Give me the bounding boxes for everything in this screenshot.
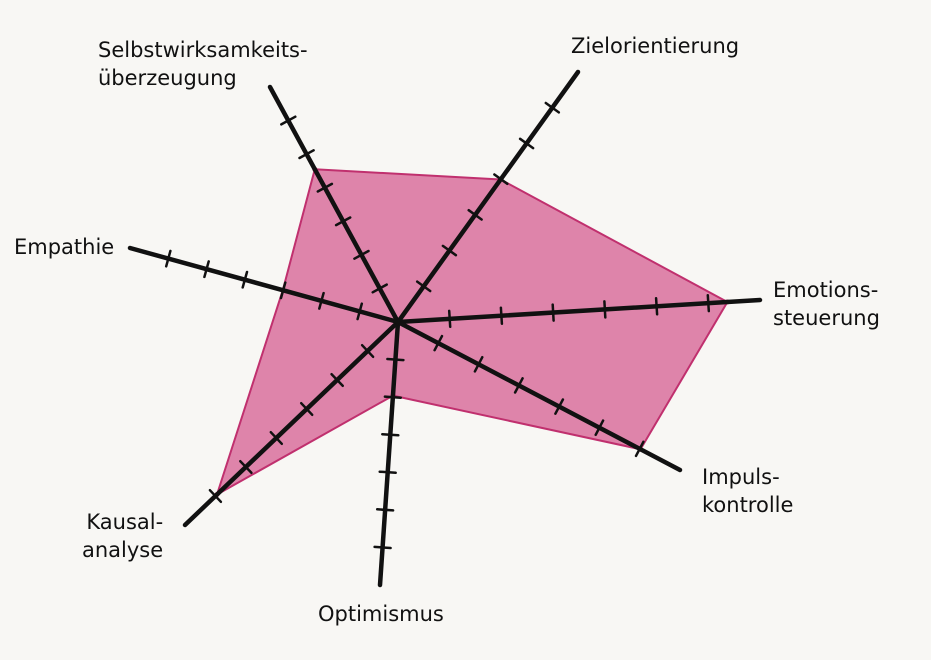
axis-tick	[299, 401, 314, 417]
axis-tick	[373, 545, 392, 550]
axis-label-line: analyse	[82, 538, 164, 562]
axis-tick	[383, 395, 403, 399]
axis-tick	[353, 249, 370, 260]
axis-label-line: überzeugung	[98, 66, 237, 90]
axis-label-line: Impuls-	[702, 465, 780, 489]
axis-label-line: Emotions-	[773, 278, 879, 302]
axis-tick	[467, 208, 483, 221]
axis-tick	[334, 216, 352, 227]
axis-tick	[241, 270, 249, 289]
axis-tick	[298, 149, 315, 160]
axis-tick	[706, 293, 711, 313]
axis-tick	[203, 260, 210, 279]
axis-tick	[447, 309, 452, 329]
axis-tick	[375, 508, 395, 512]
axis-tick	[634, 440, 645, 458]
axis-line-kausalanalyse	[182, 319, 401, 528]
axis-tick	[318, 291, 325, 310]
axis-tick	[554, 398, 565, 415]
radar-area	[216, 168, 729, 496]
axis-tick	[316, 182, 334, 193]
axis-tick	[499, 306, 504, 325]
axis-tick	[239, 459, 253, 475]
axis-label-impulskontrolle: Impuls- kontrolle	[702, 463, 793, 519]
axis-tick	[493, 173, 509, 186]
axis-tick	[544, 101, 561, 114]
axis-label-kausalanalyse: Kausal- analyse	[82, 508, 163, 564]
axis-tick	[603, 300, 607, 319]
axis-tick	[330, 372, 344, 388]
axis-tick	[386, 357, 405, 362]
axis-label-line: steuerung	[773, 306, 880, 330]
axis-tick	[280, 115, 297, 126]
axis-tick	[551, 303, 555, 322]
axis-tick	[594, 419, 605, 437]
axis-tick	[279, 281, 287, 300]
axis-tick	[654, 297, 659, 316]
axis-label-line: Empathie	[14, 235, 115, 259]
axis-line-emotionssteuerung	[395, 297, 763, 325]
axis-tick	[473, 355, 484, 373]
axis-tick	[415, 280, 432, 293]
axis-tick	[356, 302, 364, 321]
axis-label-line: Kausal-	[86, 510, 164, 534]
axis-tick	[208, 488, 223, 504]
axis-tick	[513, 377, 524, 394]
axis-label-selbstwirksamkeit: Selbstwirksamkeits- überzeugung	[98, 36, 308, 92]
axis-line-selbstwirksamkeit	[267, 84, 401, 325]
axis-label-line: Optimismus	[318, 602, 444, 626]
axis-label-line: Selbstwirksamkeits-	[98, 38, 308, 62]
axis-label-line: Zielorientierung	[571, 34, 740, 58]
axis-line-empathie	[127, 245, 401, 325]
axis-tick	[518, 137, 535, 150]
axis-label-empathie: Empathie	[14, 233, 114, 261]
axis-label-emotionssteuerung: Emotions- steuerung	[773, 276, 880, 332]
axis-line-impulskontrolle	[395, 319, 683, 473]
axis-tick	[441, 244, 458, 257]
axis-tick	[378, 470, 397, 475]
axis-tick	[371, 283, 388, 294]
axis-tick	[164, 249, 172, 268]
axis-tick	[433, 334, 444, 352]
axis-label-zielorientierung: Zielorientierung	[571, 32, 739, 60]
axis-tick	[269, 430, 284, 446]
axis-label-optimismus: Optimismus	[318, 600, 444, 628]
axis-line-zielorientierung	[395, 69, 581, 325]
axis-label-line: kontrolle	[702, 493, 794, 517]
axis-tick	[360, 343, 375, 359]
axis-line-optimismus	[377, 319, 401, 588]
axis-tick	[381, 432, 400, 437]
